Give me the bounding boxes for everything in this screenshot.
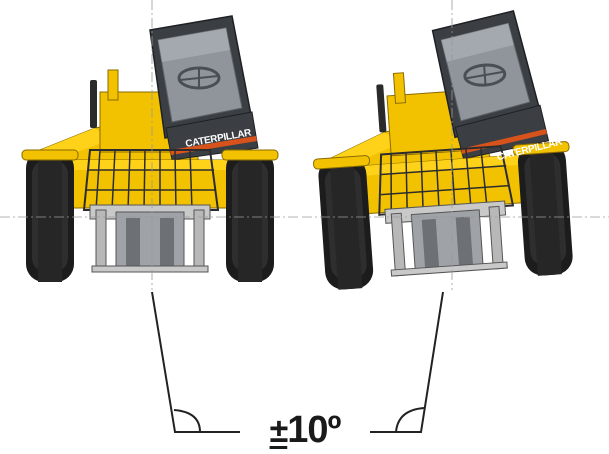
plus-minus-sign: ± <box>270 412 288 450</box>
angle-arc-left <box>174 410 200 432</box>
tilt-angle-label: ±10º <box>246 408 364 452</box>
telehandler-left: CATERPILLAR <box>22 16 278 282</box>
angle-arc-right <box>396 408 424 432</box>
angle-value: 10 <box>287 409 327 451</box>
telehandler-right: CATERPILLAR <box>304 8 578 291</box>
angle-indicator-right <box>370 292 443 432</box>
angle-indicator-left <box>152 292 240 432</box>
degree-unit: º <box>328 409 341 451</box>
